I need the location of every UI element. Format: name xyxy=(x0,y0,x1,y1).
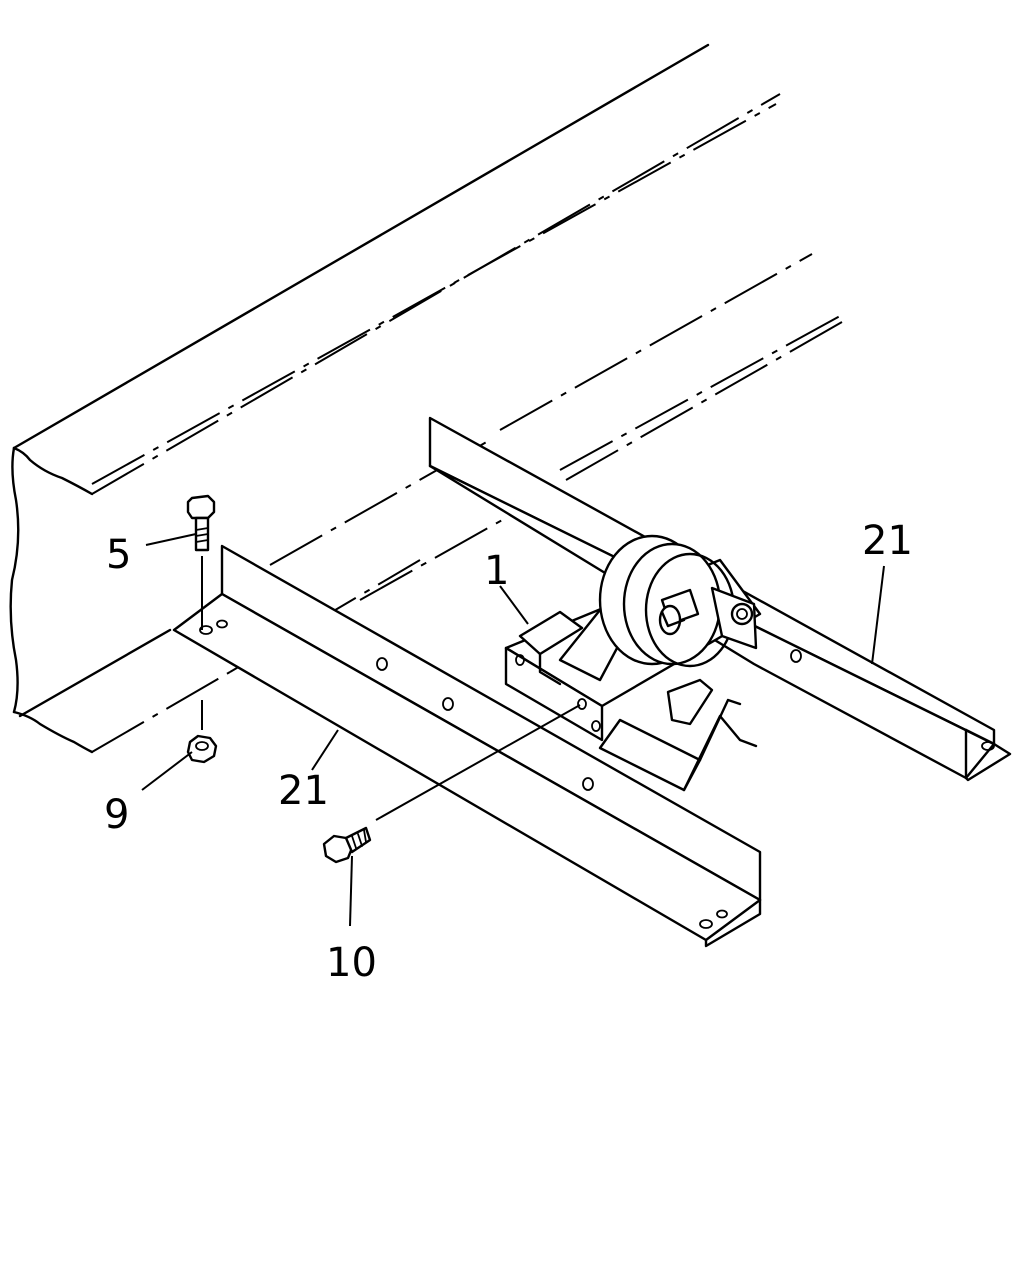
leader-21a xyxy=(871,565,885,665)
leader-9 xyxy=(141,751,193,791)
bolt-5 xyxy=(186,494,216,630)
pulley-assembly xyxy=(504,534,762,742)
nut-9 xyxy=(186,700,218,764)
second-rail xyxy=(499,253,843,481)
bracket-front xyxy=(172,544,762,948)
callout-21b: 21 xyxy=(278,768,329,814)
leader-10 xyxy=(349,855,353,927)
leader-21b xyxy=(311,729,339,771)
cross-member xyxy=(598,678,758,792)
callout-1: 1 xyxy=(484,548,509,594)
leader-1 xyxy=(499,585,529,625)
frame-rail xyxy=(9,43,781,754)
leader-5 xyxy=(145,533,197,546)
callout-5: 5 xyxy=(106,532,131,578)
bolt-10 xyxy=(322,704,581,864)
callout-21a: 21 xyxy=(862,518,913,564)
callout-10: 10 xyxy=(326,940,377,986)
callout-9: 9 xyxy=(104,792,129,838)
